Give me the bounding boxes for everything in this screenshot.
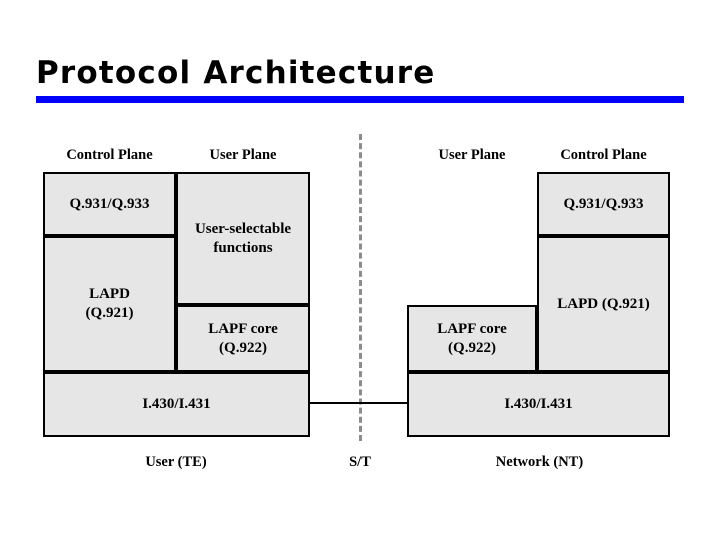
left-box-user-selectable-functions-label: User-selectable functions <box>194 220 292 256</box>
left-box-lapf-core-q922[interactable]: LAPF core (Q.922) <box>176 305 310 372</box>
left-box-lapf-core-q922-label: LAPF core (Q.922) <box>202 320 284 358</box>
left-box-user-selectable-functions[interactable]: User-selectable functions <box>176 172 310 305</box>
right-box-lapd-q921[interactable]: LAPD (Q.921) <box>537 236 670 372</box>
right-box-q931-q933[interactable]: Q.931/Q.933 <box>537 172 670 236</box>
right-column-header-user-plane: User Plane <box>438 147 506 163</box>
left-box-lapd-q921[interactable]: LAPD (Q.921) <box>43 236 176 372</box>
left-box-i430-i431[interactable]: I.430/I.431 <box>43 372 310 437</box>
left-footer-user-te: User (TE) <box>145 454 207 470</box>
right-box-q931-q933-label: Q.931/Q.933 <box>563 195 644 212</box>
st-reference-dashed-line <box>359 134 362 441</box>
center-footer-st: S/T <box>349 454 371 470</box>
right-footer-network-nt: Network (NT) <box>495 454 584 470</box>
left-box-lapf-core-q922-line1: LAPF core <box>208 320 278 337</box>
right-box-lapd-q921-label: LAPD (Q.921) <box>557 295 650 312</box>
left-box-lapd-q921-label: LAPD (Q.921) <box>80 285 140 323</box>
right-box-lapf-core-q922-line1: LAPF core <box>437 320 507 337</box>
title-underline-rule <box>36 96 684 103</box>
page-title: Protocol Architecture <box>36 55 436 91</box>
physical-layer-interconnect-line <box>308 402 409 404</box>
left-column-header-control-plane: Control Plane <box>66 147 153 163</box>
left-box-i430-i431-label: I.430/I.431 <box>142 396 211 412</box>
right-box-i430-i431[interactable]: I.430/I.431 <box>407 372 670 437</box>
left-box-lapd-q921-line1: LAPD <box>89 286 130 302</box>
right-box-i430-i431-label: I.430/I.431 <box>504 396 573 412</box>
right-box-lapf-core-q922-label: LAPF core (Q.922) <box>431 320 513 358</box>
left-box-lapd-q921-line2: (Q.921) <box>85 305 134 321</box>
right-box-lapf-core-q922[interactable]: LAPF core (Q.922) <box>407 305 537 372</box>
left-column-header-user-plane: User Plane <box>209 147 277 163</box>
right-box-lapf-core-q922-line2: (Q.922) <box>448 339 496 356</box>
left-box-q931-q933-label: Q.931/Q.933 <box>69 195 150 212</box>
left-box-q931-q933[interactable]: Q.931/Q.933 <box>43 172 176 236</box>
left-box-lapf-core-q922-line2: (Q.922) <box>219 339 267 356</box>
right-column-header-control-plane: Control Plane <box>560 147 647 163</box>
